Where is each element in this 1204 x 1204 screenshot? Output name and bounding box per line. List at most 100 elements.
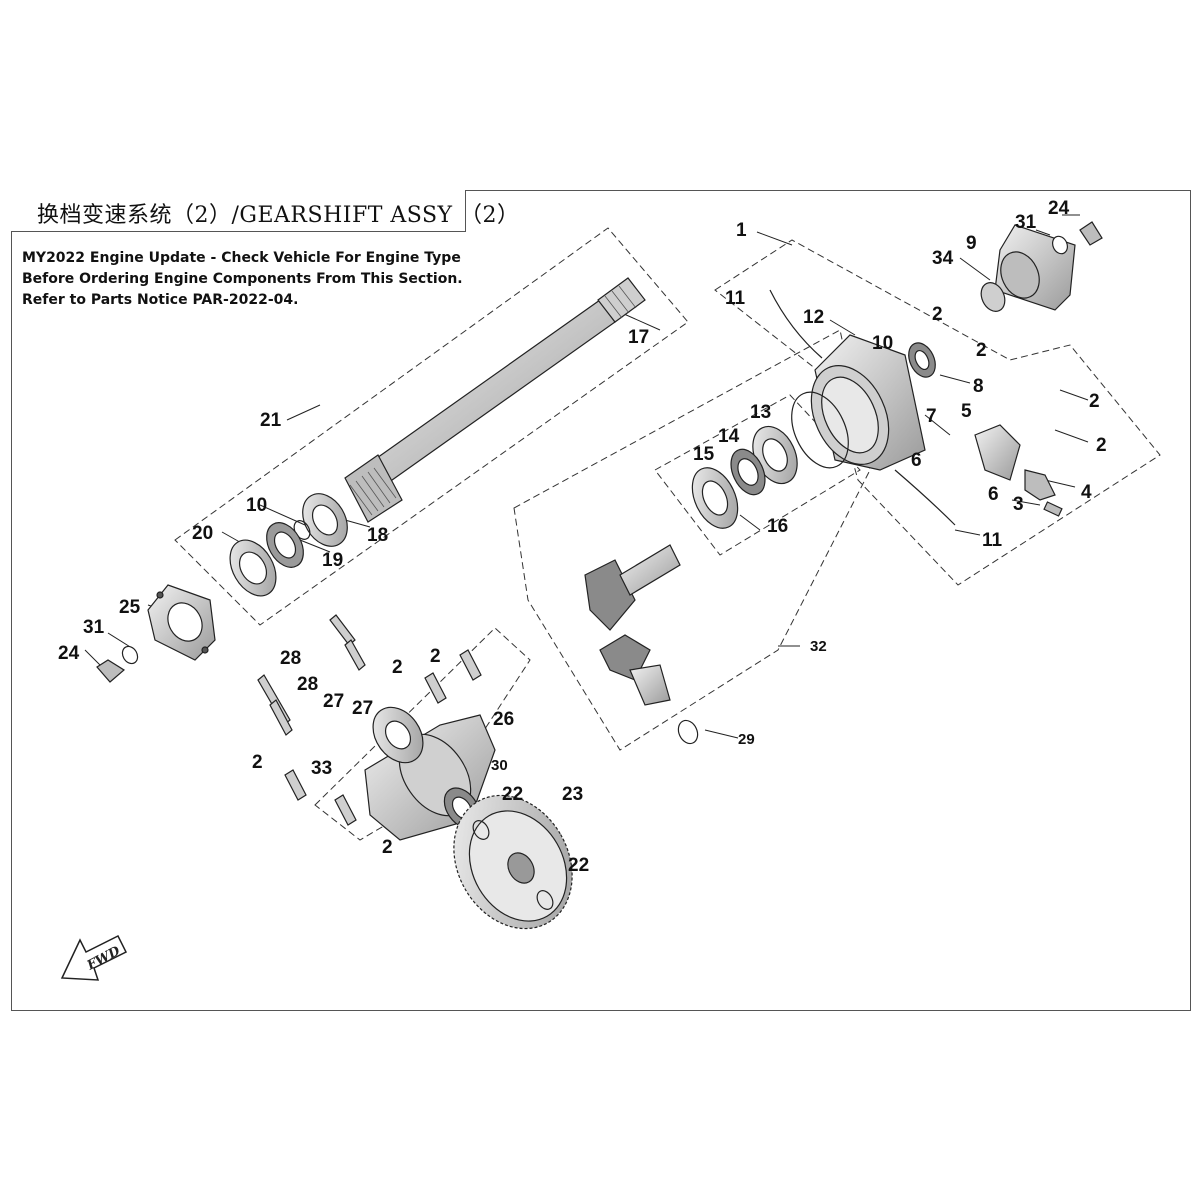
callout-28-b: 28 — [297, 674, 318, 695]
bolt-28-a — [329, 614, 356, 646]
output-shaft — [344, 277, 646, 523]
callout-26: 26 — [493, 709, 514, 730]
callout-29: 29 — [738, 731, 755, 748]
callout-13: 13 — [750, 402, 771, 423]
shift-linkage — [974, 424, 1063, 517]
callout-6-a: 6 — [911, 450, 922, 471]
callout-2-d: 2 — [1096, 435, 1107, 456]
callout-24-a: 24 — [1048, 198, 1070, 219]
callout-2-e: 2 — [430, 646, 441, 667]
callout-6-b: 6 — [988, 484, 999, 505]
title-box — [11, 190, 466, 232]
callout-23: 23 — [562, 784, 583, 805]
callout-3: 3 — [1013, 494, 1024, 515]
callout-11-b: 11 — [982, 530, 1003, 551]
bolt-28-d — [269, 699, 293, 736]
page-title: 换档变速系统（2）/GEARSHIFT ASSY （2） — [37, 203, 520, 228]
pinion-shaft — [629, 664, 671, 706]
oring-13 — [791, 391, 849, 469]
callout-7: 7 — [926, 406, 937, 427]
callout-10-b: 10 — [246, 495, 267, 516]
fwd-arrow-icon — [60, 934, 128, 981]
callout-2-g: 2 — [252, 752, 263, 773]
washer-29 — [677, 719, 699, 745]
callout-31-b: 31 — [83, 617, 105, 638]
group-1-outline — [714, 239, 1161, 586]
callout-4: 4 — [1081, 482, 1092, 503]
callout-2-a: 2 — [932, 304, 943, 325]
callout-labels: 1 2 2 2 2 2 2 2 2 3 4 5 6 6 7 8 9 10 10 … — [58, 198, 1107, 876]
bolt-2-f — [334, 794, 357, 826]
lower-case — [364, 706, 496, 841]
callout-32: 32 — [810, 638, 827, 655]
shaft-spline-gear — [344, 454, 403, 523]
dashed-group-outlines — [174, 227, 1161, 841]
group-16-outline — [654, 394, 861, 556]
bolt-24-right — [1079, 221, 1103, 246]
callout-30: 30 — [491, 757, 508, 774]
callout-19: 19 — [322, 550, 343, 571]
lower-bolts — [257, 614, 482, 826]
drive-shaft — [619, 544, 681, 596]
notice-line-2: Before Ordering Engine Components From T… — [22, 271, 463, 287]
callout-2-f: 2 — [392, 657, 403, 678]
callout-31-a: 31 — [1015, 212, 1037, 233]
callout-27-b: 27 — [352, 698, 373, 719]
lever-4 — [1024, 469, 1056, 501]
callout-2-c: 2 — [1089, 391, 1100, 412]
washer-31-left — [121, 645, 139, 665]
callout-22-a: 22 — [502, 784, 523, 805]
callout-27-a: 27 — [323, 691, 344, 712]
transfer-housing — [691, 289, 956, 529]
callout-28-a: 28 — [280, 648, 301, 669]
gear-23 — [453, 794, 573, 930]
callout-20: 20 — [192, 523, 213, 544]
callout-24-b: 24 — [58, 643, 80, 664]
notice-line-1: MY2022 Engine Update - Check Vehicle For… — [22, 250, 461, 266]
callout-17: 17 — [628, 327, 649, 348]
callout-2-b: 2 — [976, 340, 987, 361]
callout-1: 1 — [736, 220, 747, 241]
clip-11-top — [769, 289, 823, 359]
callout-11-a: 11 — [725, 288, 746, 309]
callout-5: 5 — [961, 401, 972, 422]
bolt-2-e — [284, 769, 307, 801]
circlip-22-bottom — [536, 890, 554, 910]
bushing-34 — [980, 282, 1006, 312]
bevel-gears — [584, 544, 699, 745]
bolt-28-b — [344, 639, 366, 671]
drawing-frame — [11, 190, 1191, 1011]
callout-21: 21 — [260, 410, 282, 431]
callout-33: 33 — [311, 758, 332, 779]
group-21-outline — [174, 227, 689, 626]
flange-25 — [96, 584, 216, 683]
washer-31-right — [1052, 235, 1068, 255]
leader-lines — [84, 214, 1089, 739]
callout-9: 9 — [966, 233, 977, 254]
callout-10-a: 10 — [872, 333, 893, 354]
callout-25: 25 — [119, 597, 141, 618]
bolt-24-left — [96, 659, 126, 683]
group-32-outline — [513, 329, 871, 751]
callout-22-b: 22 — [568, 855, 589, 876]
callout-15: 15 — [693, 444, 715, 465]
bolt-3 — [1043, 501, 1063, 517]
bolt-2-h — [459, 649, 482, 681]
bolt-2-g — [424, 672, 447, 704]
callout-2-h: 2 — [382, 837, 393, 858]
callout-18: 18 — [367, 525, 388, 546]
callout-16: 16 — [767, 516, 788, 537]
shaft-spline-end — [597, 277, 646, 323]
notice-line-3: Refer to Parts Notice PAR-2022-04. — [22, 292, 299, 308]
callout-34: 34 — [932, 248, 954, 269]
shaft-body — [359, 299, 616, 491]
callout-8: 8 — [973, 376, 984, 397]
clip-11-bottom — [894, 469, 956, 526]
upper-flange — [980, 221, 1103, 312]
circlip-22-top — [472, 820, 490, 840]
callout-12: 12 — [803, 307, 824, 328]
fwd-arrow: FWD — [60, 934, 128, 981]
left-bearings — [229, 493, 348, 597]
callout-14: 14 — [718, 426, 740, 447]
